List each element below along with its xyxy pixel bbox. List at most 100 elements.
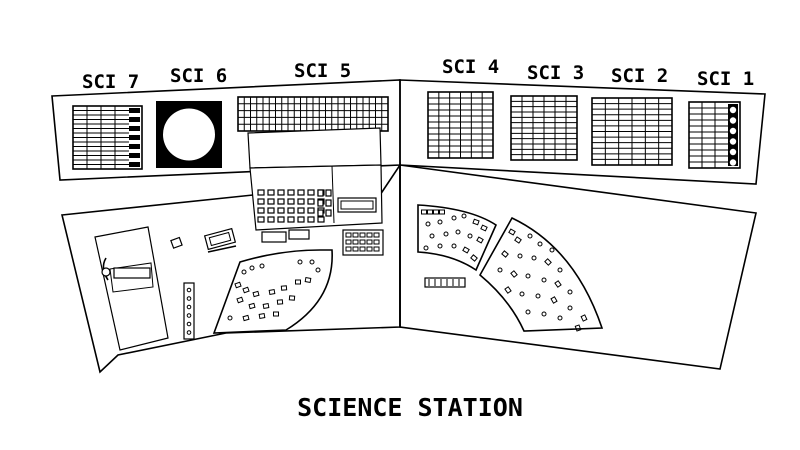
- right-b-switch: [574, 324, 582, 332]
- right-b-knob: [541, 277, 547, 283]
- sci1-indicator: [729, 127, 737, 135]
- panel-labels: SCI 7 SCI 6 SCI 5 SCI 4 SCI 3 SCI 2 SCI …: [82, 56, 754, 93]
- strip-dot: [186, 321, 192, 327]
- keypad-key: [373, 246, 380, 252]
- console-button: [277, 189, 285, 196]
- left-panel-knob: [297, 259, 303, 265]
- left-panel-knob: [309, 259, 315, 265]
- console-button: [307, 207, 315, 214]
- right-b-switch: [514, 236, 522, 244]
- sci2-monitor: [591, 97, 673, 166]
- keypad-key: [359, 232, 366, 238]
- keypad-key: [345, 232, 352, 238]
- console-button: [317, 199, 324, 207]
- console-button: [297, 207, 305, 214]
- keypad-key: [345, 239, 352, 245]
- right-a-knob: [425, 221, 431, 227]
- right-a-switch: [433, 209, 439, 215]
- console-button: [257, 216, 265, 223]
- right-b-knob: [535, 293, 541, 299]
- keypad-key: [366, 246, 373, 252]
- keypad-key: [359, 246, 366, 252]
- console-button: [287, 216, 295, 223]
- left-panel-switch: [273, 311, 279, 317]
- strip-dot: [186, 287, 192, 293]
- console-button: [297, 216, 305, 223]
- console-button: [267, 207, 275, 214]
- right-a-knob: [443, 231, 449, 237]
- sci7-indicator: [129, 144, 140, 149]
- left-panel-switch: [276, 299, 284, 305]
- right-a-knob: [461, 213, 467, 219]
- console-button: [287, 207, 295, 214]
- keypad-key: [366, 239, 373, 245]
- keypad-key: [345, 246, 352, 252]
- left-curved-panel: [212, 249, 333, 334]
- right-a-knob: [451, 243, 457, 249]
- chair: [94, 226, 169, 351]
- left-panel-knob: [241, 269, 247, 275]
- right-a-knob: [437, 219, 443, 225]
- console-button: [267, 216, 275, 223]
- central-console: [247, 127, 383, 243]
- console-button: [267, 198, 275, 205]
- right-a-switch: [476, 236, 484, 244]
- right-b-switch: [501, 250, 509, 258]
- right-a-knob: [451, 215, 457, 221]
- right-panel-a: [417, 204, 498, 272]
- right-b-knob: [549, 247, 555, 253]
- right-b-switch: [580, 314, 588, 322]
- right-b-switch: [508, 228, 516, 236]
- sci1-indicator: [729, 117, 737, 124]
- console-button: [277, 207, 285, 214]
- keypad-key: [366, 232, 373, 238]
- right-b-knob: [527, 233, 533, 239]
- sci7-indicator: [129, 117, 140, 122]
- console-button: [257, 207, 265, 214]
- keypad-key: [373, 232, 380, 238]
- console-desk: [61, 162, 757, 374]
- right-b-knob: [497, 267, 503, 273]
- left-panel-switch: [258, 313, 266, 319]
- right-a-switch: [421, 209, 427, 215]
- right-b-knob: [517, 253, 523, 259]
- sci3-monitor: [510, 95, 578, 161]
- left-panel-switch: [252, 290, 260, 298]
- strip-dot: [186, 304, 192, 310]
- sci5-monitor: [237, 96, 389, 132]
- console-button: [257, 198, 265, 205]
- console-button: [325, 199, 332, 207]
- right-b-knob: [519, 291, 525, 297]
- right-a-knob: [437, 243, 443, 249]
- left-panel-switch: [288, 295, 296, 301]
- right-b-knob: [557, 315, 563, 321]
- right-b-knob: [531, 255, 537, 261]
- sci6-label: SCI 6: [170, 65, 227, 87]
- sci7-label: SCI 7: [82, 71, 139, 93]
- right-b-switch: [544, 258, 552, 266]
- keypad-key: [359, 239, 366, 245]
- right-a-switch: [439, 209, 445, 215]
- sci1-indicator: [729, 148, 737, 156]
- console-button: [287, 198, 295, 205]
- left-panel-switch: [280, 285, 288, 291]
- right-a-switch: [472, 218, 480, 226]
- sci3-label: SCI 3: [527, 62, 584, 84]
- diagram-title: SCIENCE STATION: [297, 393, 523, 422]
- right-b-switch: [554, 280, 562, 288]
- sci4-label: SCI 4: [442, 56, 499, 78]
- right-b-knob: [525, 309, 531, 315]
- sci1-label: SCI 1: [697, 68, 754, 90]
- keypad-key: [352, 232, 359, 238]
- console-button: [267, 189, 275, 196]
- sci1-indicator: [729, 106, 737, 114]
- sci1-indicator: [729, 159, 737, 166]
- right-a-switch: [427, 209, 433, 215]
- right-b-knob: [567, 305, 573, 311]
- right-b-switch: [504, 286, 512, 294]
- right-a-knob: [423, 245, 429, 251]
- sci1-monitor: [688, 101, 741, 169]
- left-panel-switch: [248, 302, 256, 310]
- console-button: [307, 198, 315, 205]
- console-button: [297, 198, 305, 205]
